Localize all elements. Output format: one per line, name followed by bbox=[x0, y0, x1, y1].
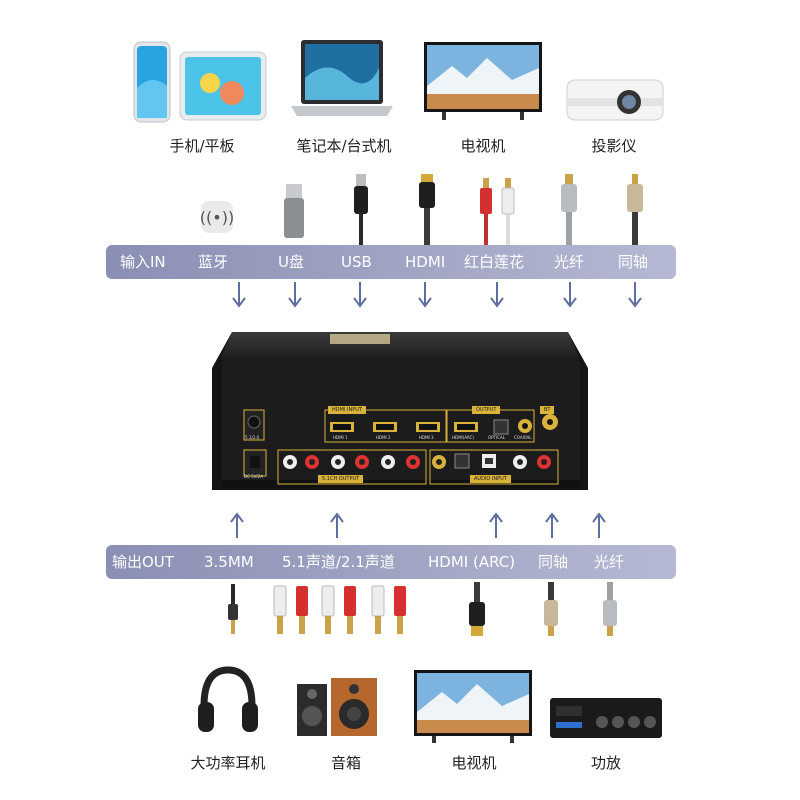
hdmi-cable-icon bbox=[469, 582, 485, 636]
top-device-label: 手机/平板 bbox=[169, 137, 235, 155]
tv-icon bbox=[414, 670, 532, 743]
port-label-hdmi1: HDMI 1 bbox=[333, 435, 348, 440]
phone-tablet-icon bbox=[133, 41, 267, 123]
down-arrow-icon bbox=[628, 282, 642, 308]
projector-icon bbox=[566, 79, 664, 121]
svg-text:((•)): ((•)) bbox=[200, 208, 234, 227]
output-item-3-5mm: 3.5MM bbox=[204, 553, 254, 571]
down-arrow-icon bbox=[232, 282, 246, 308]
device-body bbox=[212, 332, 588, 490]
usb-drive-icon bbox=[284, 184, 304, 238]
input-item-optical: 光纤 bbox=[554, 253, 585, 271]
aux-cable-icon bbox=[228, 584, 238, 634]
top-device-label: 笔记本/台式机 bbox=[296, 137, 392, 155]
usb-cable-icon bbox=[354, 174, 368, 248]
output-bar-head: 输出OUT bbox=[112, 553, 174, 571]
rca-cable-icon bbox=[480, 178, 515, 248]
bottom-device-label: 功放 bbox=[590, 754, 622, 772]
coaxial-cable-icon bbox=[544, 582, 558, 636]
headphones-icon bbox=[198, 666, 258, 732]
up-arrow-icon bbox=[230, 512, 244, 538]
input-item-rca: 红白莲花 bbox=[464, 253, 525, 271]
bottom-device-label: 电视机 bbox=[451, 754, 497, 772]
input-item-hdmi: HDMI bbox=[405, 253, 446, 271]
bottom-device-label: 大功率耳机 bbox=[190, 754, 266, 772]
port-label-mic: 5.1/2.0 bbox=[245, 435, 260, 440]
output-item-channels: 5.1声道/2.1声道 bbox=[282, 553, 395, 571]
bt-tag: BT bbox=[540, 406, 555, 414]
top-device-label: 投影仪 bbox=[591, 137, 637, 155]
port-label-power: DC 5V/2A bbox=[244, 474, 264, 479]
up-arrow-icon bbox=[545, 512, 559, 538]
port-label-hdmi-arc: HDMI(ARC) bbox=[452, 435, 474, 440]
input-bar-head: 输入IN bbox=[120, 253, 166, 271]
rca-cables-icon bbox=[273, 585, 406, 634]
optical-cable-icon bbox=[603, 582, 617, 636]
output-item-hdmi-arc: HDMI (ARC) bbox=[428, 553, 516, 571]
input-item-usb: USB bbox=[341, 253, 372, 271]
optical-cable-icon bbox=[561, 174, 577, 248]
top-device-label: 电视机 bbox=[460, 137, 506, 155]
up-arrow-icon bbox=[489, 512, 503, 538]
audio-input-tag: AUDIO INPUT bbox=[470, 475, 511, 483]
bottom-device-label: 音箱 bbox=[330, 754, 362, 772]
hdmi-cable-icon bbox=[419, 174, 435, 248]
port-label-hdmi3: HDMI 3 bbox=[419, 435, 434, 440]
down-arrow-icon bbox=[288, 282, 302, 308]
coaxial-cable-icon bbox=[627, 174, 643, 248]
input-item-udisk: U盘 bbox=[278, 253, 304, 271]
amplifier-icon bbox=[550, 698, 662, 738]
hdmi-input-tag: HDMI INPUT bbox=[328, 406, 366, 414]
channel-output-tag: 5.1CH OUTPUT bbox=[318, 475, 364, 483]
down-arrow-icon bbox=[353, 282, 367, 308]
bluetooth-icon: ((•)) bbox=[200, 201, 234, 233]
down-arrow-icon bbox=[563, 282, 577, 308]
input-item-coaxial: 同轴 bbox=[618, 253, 649, 271]
output-tag: OUTPUT bbox=[472, 406, 501, 414]
input-bar: 输入IN 蓝牙 U盘 USB HDMI 红白莲花 光纤 同轴 bbox=[106, 245, 676, 279]
down-arrow-icon bbox=[418, 282, 432, 308]
port-label-optical: OPTICAL bbox=[488, 435, 505, 440]
up-arrow-icon bbox=[330, 512, 344, 538]
output-item-optical: 光纤 bbox=[594, 553, 625, 571]
down-arrow-icon bbox=[490, 282, 504, 308]
up-arrow-icon bbox=[592, 512, 606, 538]
input-item-bluetooth: 蓝牙 bbox=[198, 253, 229, 271]
speakers-icon bbox=[297, 678, 377, 736]
tv-icon bbox=[424, 42, 542, 120]
output-bar: 输出OUT 3.5MM 5.1声道/2.1声道 HDMI (ARC) 同轴 光纤 bbox=[106, 545, 676, 579]
port-label-hdmi2: HDMI 2 bbox=[376, 435, 391, 440]
output-item-coaxial: 同轴 bbox=[538, 553, 569, 571]
laptop-icon bbox=[291, 40, 393, 116]
port-label-coaxial: COAXIAL bbox=[514, 435, 532, 440]
